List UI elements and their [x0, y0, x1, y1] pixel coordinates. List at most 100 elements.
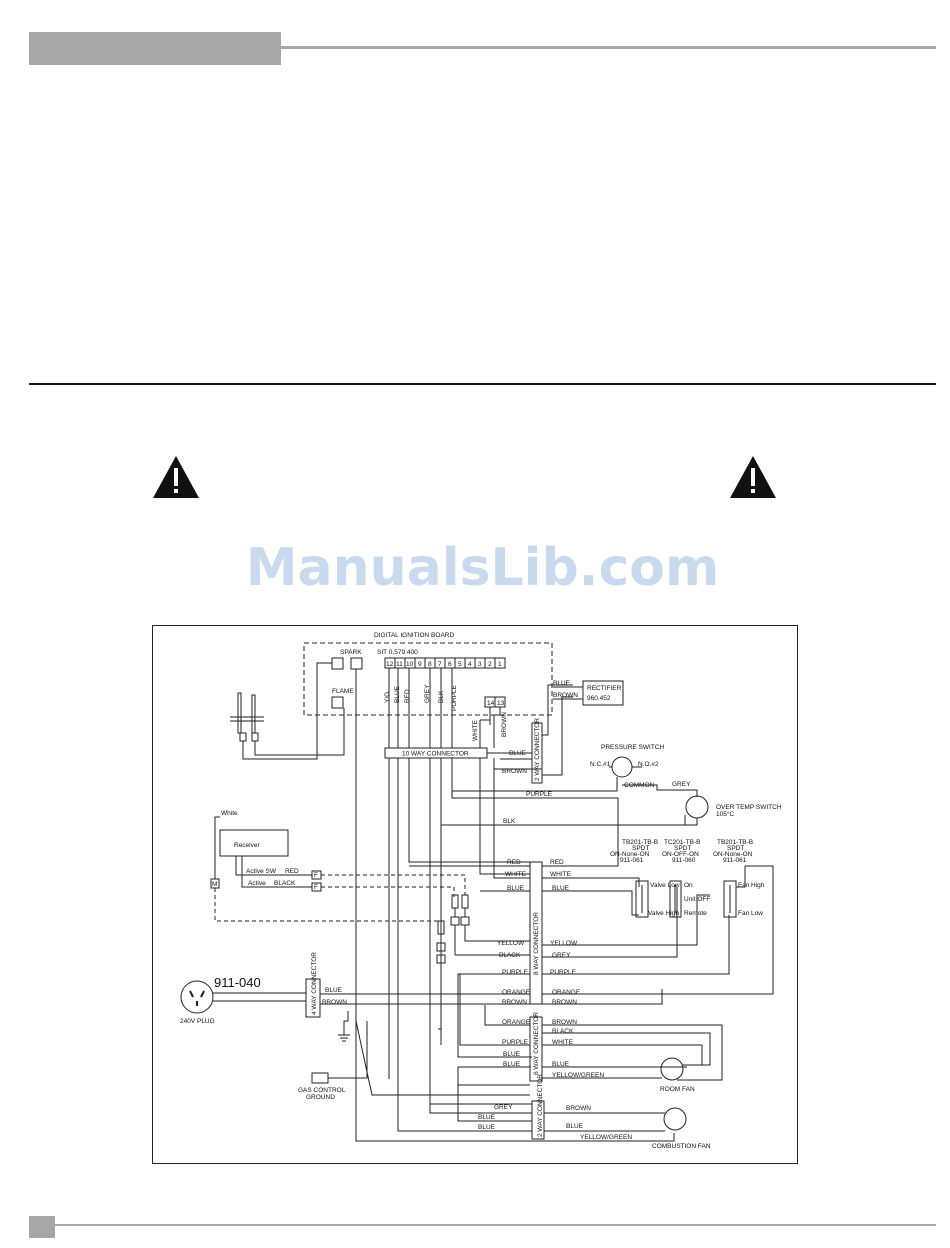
black-rx: BLACK — [274, 880, 296, 887]
sw2-1: SPDT — [674, 845, 691, 852]
valve-high: Valve High — [648, 910, 679, 917]
two-way-lower-right: BROWN BLUE YELLOW/GREEN — [566, 1105, 632, 1141]
warning-icon-right — [730, 456, 776, 498]
l8-purple: PURPLE — [502, 969, 529, 976]
receiver-label: Receiver — [234, 842, 260, 849]
plug-blue: BLUE — [325, 987, 343, 994]
two-way-lower-label: 2 WAY CONNECTOR — [537, 1074, 544, 1137]
sw-on: On — [684, 882, 693, 889]
ignition-board: DIGITAL IGNITION BOARD SPARK FLAME SIT 0… — [303, 632, 553, 741]
terminal-2: 2 — [488, 661, 492, 668]
rect-blue: BLUE — [553, 680, 571, 687]
wire-yg: Y/G — [384, 692, 391, 703]
footer-rule — [55, 1224, 936, 1226]
watermark: ManualsLib.com — [245, 538, 720, 598]
l6-blue-2: BLUE — [503, 1061, 521, 1068]
l2-blue-2: BLUE — [478, 1124, 496, 1131]
sw1-3: 911-061 — [620, 857, 644, 864]
wire-red: RED — [404, 689, 411, 703]
r2-brown: BROWN — [566, 1105, 591, 1112]
plug-brown: BROWN — [322, 999, 347, 1006]
over-temp-switch — [685, 795, 709, 819]
board-title: DIGITAL IGNITION BOARD — [374, 632, 454, 639]
gas-control-ground — [311, 1072, 329, 1084]
nc1: N.C.#1 — [590, 761, 611, 768]
sw3-2: ON-None-ON — [713, 851, 753, 858]
sw1-2: ON-None-ON — [610, 851, 650, 858]
r8-brown: BROWN — [552, 999, 577, 1006]
terminal-4: 4 — [468, 661, 472, 668]
sw3-1: SPDT — [727, 845, 744, 852]
rectifier — [582, 680, 624, 706]
six-way-label: 6 WAY CONNECTOR — [533, 1012, 540, 1075]
switch-2-labels: TC201-TB-B SPDT ON-OFF-ON 911-060 — [662, 839, 700, 864]
terminal-numbers: 12 11 10 9 8 7 6 5 4 3 2 1 — [386, 661, 502, 668]
two-way-brown: BROWN — [502, 768, 527, 775]
sw1-0: TB201-TB-B — [622, 839, 658, 846]
r6-white: WHITE — [552, 1039, 574, 1046]
ten-way-label: 10 WAY CONNECTOR — [402, 751, 469, 758]
combustion-fan-label: COMBUSTION FAN — [652, 1143, 711, 1150]
six-way-left-labels: ORANGE PURPLE BLUE BLUE — [502, 1019, 531, 1068]
six-way-right-labels: BROWN BLACK WHITE BLUE YELLOW/GREEN — [552, 1019, 604, 1079]
sw3-0: TB201-TB-B — [717, 839, 753, 846]
l8-blue: BLUE — [507, 885, 525, 892]
wire-grey: GREY — [424, 684, 431, 703]
l8-orange: ORANGE — [502, 989, 531, 996]
rect-brown: BROWN — [553, 692, 578, 699]
l8-brown: BROWN — [502, 999, 527, 1006]
l8-white: WHITE — [505, 871, 527, 878]
no2: N.O.#2 — [638, 761, 659, 768]
active-sw: Active SW — [246, 868, 277, 875]
switch-3 — [723, 880, 737, 918]
two-way-connector-lower — [531, 1100, 545, 1140]
valve-low: Valve Low — [650, 882, 680, 889]
r2-blue: BLUE — [566, 1123, 584, 1130]
sit-model: SIT 0.579.400 — [377, 649, 418, 656]
wire-purple: PURPLE — [451, 684, 458, 711]
gas-ground-2: GROUND — [306, 1094, 335, 1101]
l8-black: BLACK — [499, 952, 521, 959]
room-fan — [660, 1057, 684, 1081]
two-way-lower-left: GREY BLUE BLUE — [478, 1104, 513, 1131]
terminal-6: 6 — [448, 661, 452, 668]
l8-yellow: YELLOW — [497, 940, 525, 947]
four-way-label: 4 WAY CONNECTOR — [311, 952, 318, 1015]
wiring-diagram: DIGITAL IGNITION BOARD SPARK FLAME SIT 0… — [152, 625, 798, 1164]
r2-yellow-green: YELLOW/GREEN — [580, 1134, 632, 1141]
spark-label: SPARK — [340, 649, 362, 656]
warning-icon-left — [153, 456, 199, 498]
switch-1-labels: TB201-TB-B SPDT ON-None-ON 911-061 — [610, 839, 658, 864]
f-conn-2: F — [314, 884, 318, 891]
terminal-14: 14 — [487, 700, 495, 707]
l2-blue-1: BLUE — [478, 1114, 496, 1121]
terminal-3: 3 — [478, 661, 482, 668]
switch-2 — [669, 880, 682, 918]
eight-way-connector — [529, 861, 543, 1005]
switch-3-labels: TB201-TB-B SPDT ON-None-ON 911-061 — [713, 839, 753, 864]
pressure-switch-label: PRESSURE SWITCH — [601, 744, 665, 751]
l6-purple: PURPLE — [502, 1039, 529, 1046]
f-conn-1: F — [314, 872, 318, 879]
r8-orange: ORANGE — [552, 989, 581, 996]
l2-grey: GREY — [494, 1104, 513, 1111]
room-fan-label: ROOM FAN — [660, 1086, 695, 1093]
two-way-upper-label: 2 WAY CONNECTOR — [534, 718, 541, 781]
flame-label: FLAME — [332, 688, 354, 695]
gas-ground-1: GAS CONTROL — [298, 1087, 346, 1094]
wire-white: WHITE — [472, 719, 479, 741]
plug-part: 911-040 — [214, 975, 261, 990]
terminal-5: 5 — [458, 661, 462, 668]
combustion-fan — [663, 1107, 687, 1131]
pressure-switch — [611, 756, 633, 778]
fan-high: Fan High — [738, 882, 765, 889]
terminal-10: 10 — [406, 661, 414, 668]
r6-blue: BLUE — [552, 1061, 570, 1068]
electrode-icon — [230, 662, 345, 760]
l6-blue-1: BLUE — [503, 1051, 521, 1058]
header-tab — [29, 32, 281, 65]
sw3-3: 911-061 — [723, 857, 747, 864]
terminal-11: 11 — [396, 661, 403, 668]
eight-way-right-labels: RED WHITE BLUE YELLOW GREY PURPLE ORANGE… — [550, 859, 581, 1006]
receiver — [219, 829, 289, 857]
